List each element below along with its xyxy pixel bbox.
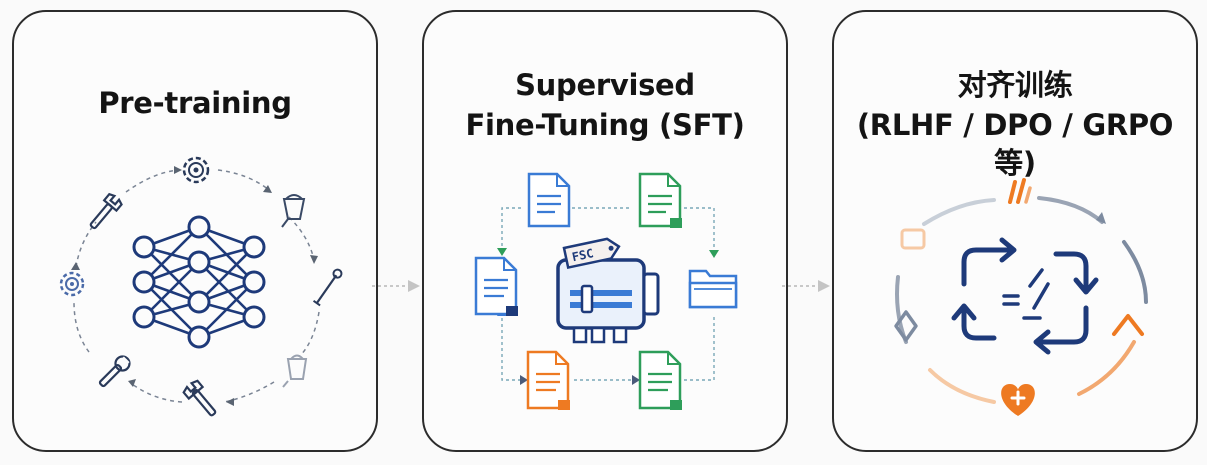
wrench-icon <box>89 192 123 230</box>
stage-pretraining-card: Pre-training <box>12 10 378 452</box>
document-icon <box>474 256 518 316</box>
bucket-icon <box>282 354 308 388</box>
sft-illustration: FSC <box>474 172 738 410</box>
gear-icon <box>59 271 85 297</box>
alignment-ring <box>895 196 1148 404</box>
document-icon <box>527 172 571 228</box>
document-icon <box>638 350 682 410</box>
gear-icon <box>182 156 210 184</box>
sft-flow-lines <box>501 207 715 381</box>
alignment-illustration <box>894 178 1148 416</box>
hammer-icon <box>98 355 131 388</box>
stage-alignment-title-line1: 对齐训练 <box>957 68 1073 102</box>
bucket-icon <box>281 194 306 228</box>
label-tag-icon: FSC <box>562 237 621 270</box>
flame-icon <box>1008 178 1032 204</box>
ring-arrowhead <box>1096 212 1106 224</box>
diamond-icon <box>894 310 918 342</box>
pretraining-illustration <box>59 156 343 417</box>
pretraining-orbit-arrowheads <box>71 166 318 406</box>
stage-connector-arrow <box>372 280 420 292</box>
machine-icon <box>556 258 660 344</box>
stage-sft-card: Supervised Fine-Tuning (SFT) <box>422 10 788 452</box>
wrench-icon <box>182 379 217 417</box>
document-icon <box>526 350 570 410</box>
stage-sft-title-line2: Fine-Tuning (SFT) <box>465 108 745 142</box>
stage-sft-title-line1: Supervised <box>515 68 695 102</box>
document-icon <box>638 172 682 228</box>
stage-alignment-title-line2: (RLHF / DPO / GRPO 等) <box>856 108 1174 180</box>
cycle-arrows-icon <box>951 237 1099 355</box>
stage-alignment-card: 对齐训练 (RLHF / DPO / GRPO 等) <box>832 10 1198 452</box>
folder-icon <box>688 269 738 309</box>
chevron-up-icon <box>1112 314 1144 336</box>
stage-pretraining-title: Pre-training <box>98 86 292 120</box>
heart-plus-icon <box>1001 384 1035 416</box>
neural-network-icon <box>132 215 266 349</box>
square-icon <box>900 228 926 250</box>
pipette-icon <box>312 268 343 307</box>
stage-connector-arrow <box>782 280 830 292</box>
tag-label-text: FSC <box>571 246 595 264</box>
